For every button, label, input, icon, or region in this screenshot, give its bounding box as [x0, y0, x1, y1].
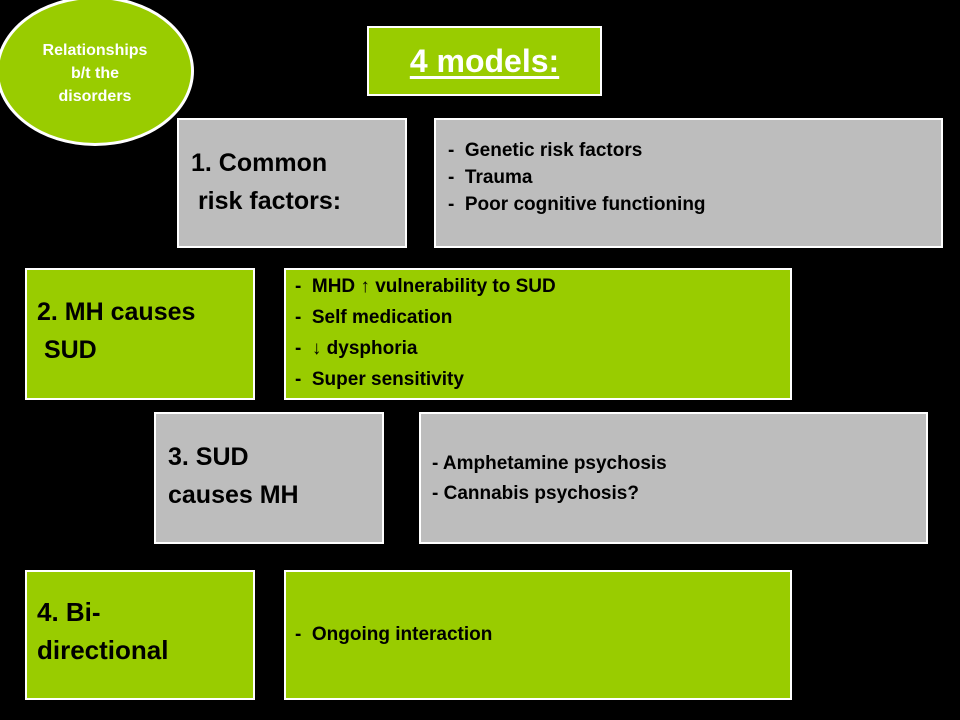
model-2-detail-3: - ↓ dysphoria — [295, 338, 418, 359]
model-2-label-line-2: SUD — [37, 336, 97, 364]
model-2-detail-box: - MHD ↑ vulnerability to SUD - Self medi… — [284, 268, 792, 400]
model-1-label-box: 1. Common risk factors: — [177, 118, 407, 248]
model-3-label-line-1: 3. SUD — [168, 443, 249, 471]
model-3-detail-1: - Amphetamine psychosis — [432, 453, 667, 474]
model-3-label-line-2: causes MH — [168, 481, 299, 509]
model-4-label-box: 4. Bi- directional — [25, 570, 255, 700]
model-2-label-line-1: 2. MH causes — [37, 298, 196, 326]
model-3-detail-2: - Cannabis psychosis? — [432, 483, 639, 504]
model-2-label-box: 2. MH causes SUD — [25, 268, 255, 400]
slide-title: 4 models: — [409, 42, 560, 79]
model-4-detail-1: - Ongoing interaction — [295, 624, 493, 645]
model-1-label-line-1: 1. Common — [191, 149, 328, 177]
model-2-detail-1: - MHD ↑ vulnerability to SUD — [295, 276, 556, 297]
oval-line-1: Relationships — [42, 41, 148, 59]
model-1-detail-3: - Poor cognitive functioning — [448, 194, 706, 215]
relationships-oval: Relationships b/t the disorders — [0, 0, 194, 146]
model-1-detail-box: - Genetic risk factors - Trauma - Poor c… — [434, 118, 943, 248]
model-3-detail-box: - Amphetamine psychosis - Cannabis psych… — [419, 412, 928, 544]
oval-line-2: b/t the — [71, 64, 119, 82]
model-1-detail-2: - Trauma — [448, 167, 533, 188]
model-4-label-line-2: directional — [37, 635, 169, 665]
model-2-detail-4: - Super sensitivity — [295, 369, 464, 390]
model-2-detail-2: - Self medication — [295, 307, 453, 328]
model-4-detail-box: - Ongoing interaction — [284, 570, 792, 700]
model-3-label-box: 3. SUD causes MH — [154, 412, 384, 544]
model-1-label-line-2: risk factors: — [191, 187, 342, 215]
model-1-detail-1: - Genetic risk factors — [448, 140, 643, 161]
slide-title-box: 4 models: — [367, 26, 602, 96]
oval-line-3: disorders — [58, 87, 132, 105]
model-4-label-line-1: 4. Bi- — [37, 597, 101, 627]
